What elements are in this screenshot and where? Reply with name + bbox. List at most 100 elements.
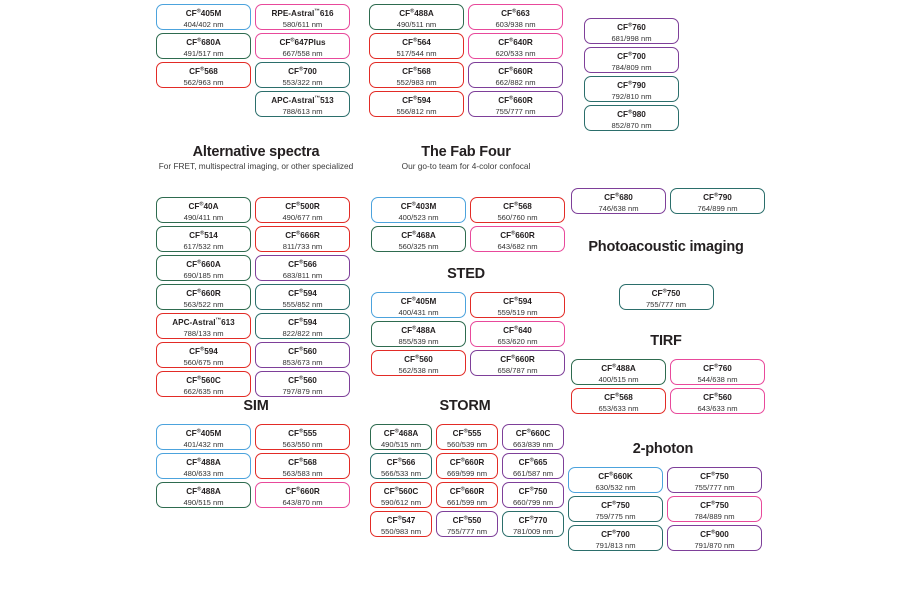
trademark-symbol: ® [509,66,514,73]
dye-spectra-value: 517/544 nm [396,49,437,58]
dye-spectra-value: 755/777 nm [495,107,536,116]
dye-spectra-value: 811/733 nm [282,242,323,251]
trademark-symbol: ® [628,80,633,87]
dye-number: 594 [518,297,532,306]
dye-number: 680 [619,193,633,202]
dye-number: 555 [467,429,482,438]
dye-spectra-value: 544/638 nm [697,375,738,384]
dye-spectra-value: 663/839 nm [512,440,554,449]
trademark-symbol: ® [714,192,719,199]
trademark-symbol: ® [615,392,620,399]
dye-name: CF®640 [503,325,532,335]
dye-spectra-value: 560/760 nm [497,213,538,222]
dye-name: CF®660R [498,66,533,76]
dye-number: 700 [303,67,317,76]
dye-number: 468A [398,429,419,438]
trademark-symbol: ® [612,529,617,536]
trademark-symbol: ® [299,317,304,324]
dye-name: CF®594 [288,317,317,327]
trademark-symbol: ® [197,288,202,295]
trademark-symbol: ® [529,486,534,493]
dye-name: CF®680A [186,37,221,47]
